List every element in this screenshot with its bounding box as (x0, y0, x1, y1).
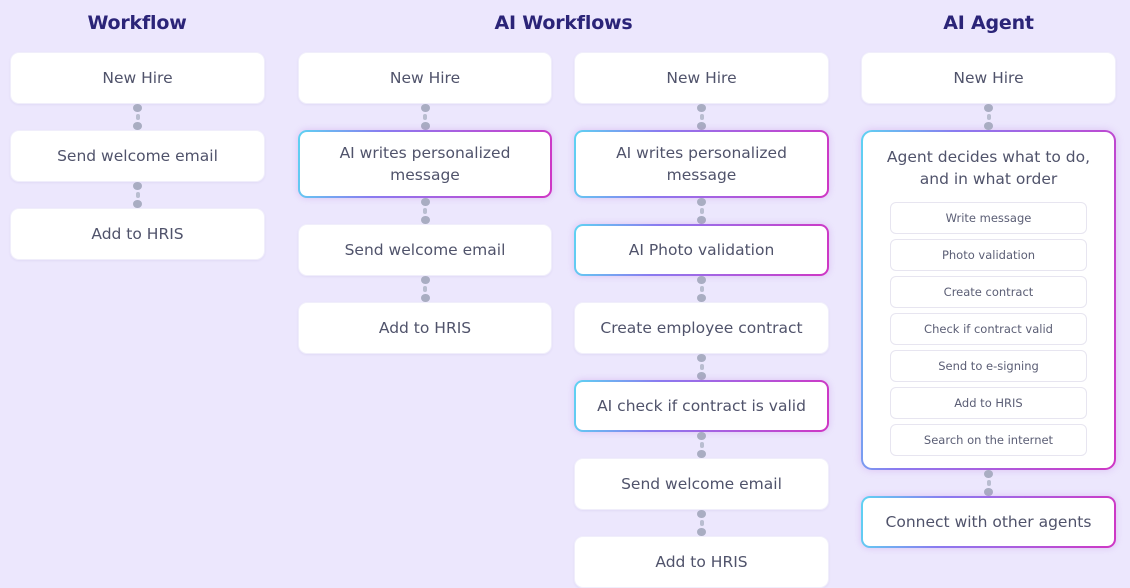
connector-dot-top (697, 510, 706, 519)
workflow-step-card[interactable]: New Hire (298, 52, 552, 104)
workflow-step-card[interactable]: New Hire (574, 52, 829, 104)
connector-dot-bottom (420, 121, 430, 130)
connector-dot-top (133, 182, 142, 191)
connector-dot-top (697, 276, 706, 285)
agent-tool-item[interactable]: Add to HRIS (890, 387, 1087, 419)
workflow-step-card[interactable]: Send welcome email (298, 224, 552, 276)
connector-dash (699, 364, 704, 370)
ai-workflow-step-card[interactable]: AI writes personalized message (574, 130, 829, 198)
connector-dot-bottom (697, 527, 706, 536)
step-connector (298, 276, 552, 302)
connector-dot-top (984, 470, 993, 479)
connector-dash (699, 114, 704, 120)
agent-box-heading: Agent decides what to do, and in what or… (886, 148, 1091, 188)
step-connector (10, 182, 265, 208)
column-title-ai-workflows: AI Workflows (494, 12, 633, 34)
ai-workflow-step-card[interactable]: AI Photo validation (574, 224, 829, 276)
ai-workflow-step-card[interactable]: AI check if contract is valid (574, 380, 829, 432)
column-title-workflow: Workflow (87, 12, 187, 34)
agent-tool-item[interactable]: Write message (890, 202, 1087, 234)
connector-dash (986, 480, 991, 486)
agent-tool-item[interactable]: Send to e-signing (890, 350, 1087, 382)
agent-tool-item[interactable]: Search on the internet (890, 424, 1087, 456)
workflow-step-card[interactable]: Create employee contract (574, 302, 829, 354)
agent-decision-box[interactable]: Agent decides what to do, and in what or… (861, 130, 1116, 470)
ai-workflow-step-card[interactable]: AI writes personalized message (298, 130, 552, 198)
step-connector (574, 276, 829, 302)
agent-tool-item[interactable]: Check if contract valid (890, 313, 1087, 345)
connector-dot-top (697, 198, 706, 207)
connect-other-agents-card[interactable]: Connect with other agents (861, 496, 1116, 548)
connector-dash (699, 208, 704, 214)
connector-dash (423, 114, 427, 120)
connector-dot-bottom (984, 121, 993, 130)
agent-tool-item[interactable]: Photo validation (890, 239, 1087, 271)
step-connector (574, 104, 829, 130)
step-connector (861, 104, 1116, 130)
connector-dot-top (697, 432, 706, 441)
connector-dot-bottom (420, 293, 430, 302)
workflow-step-card[interactable]: Send welcome email (10, 130, 265, 182)
connector-dash (135, 192, 140, 198)
connector-dot-top (133, 104, 142, 113)
step-connector (298, 198, 552, 224)
agent-tool-item[interactable]: Create contract (890, 276, 1087, 308)
connector-dot-bottom (697, 215, 706, 224)
connector-dot-top (697, 354, 706, 363)
connector-dot-bottom (984, 487, 993, 496)
workflow-step-card[interactable]: Add to HRIS (574, 536, 829, 588)
connector-dash (699, 520, 704, 526)
connector-dash (986, 114, 991, 120)
connector-dash (423, 286, 427, 292)
workflow-step-card[interactable]: New Hire (10, 52, 265, 104)
workflow-step-card[interactable]: Add to HRIS (10, 208, 265, 260)
connector-dot-top (984, 104, 993, 113)
step-connector (298, 104, 552, 130)
ai-workflow-1-column: New Hire AI writes personalized message … (298, 52, 552, 354)
connector-dash (699, 286, 704, 292)
connector-dot-top (420, 104, 430, 113)
connector-dot-top (697, 104, 706, 113)
connector-dot-bottom (697, 121, 706, 130)
column-title-ai-agent: AI Agent (943, 12, 1034, 34)
connector-dot-top (420, 276, 430, 285)
connector-dash (699, 442, 704, 448)
workflow-column: New Hire Send welcome email Add to HRIS (10, 52, 265, 260)
workflow-step-card[interactable]: Send welcome email (574, 458, 829, 510)
step-connector (10, 104, 265, 130)
workflow-step-card[interactable]: Add to HRIS (298, 302, 552, 354)
step-connector (574, 432, 829, 458)
agent-tool-list: Write message Photo validation Create co… (876, 202, 1101, 456)
workflow-comparison-diagram: Workflow AI Workflows AI Agent New Hire … (10, 12, 1116, 588)
connector-dot-bottom (133, 121, 142, 130)
workflow-step-card[interactable]: New Hire (861, 52, 1116, 104)
step-connector (574, 510, 829, 536)
step-connector (861, 470, 1116, 496)
connector-dash (423, 208, 427, 214)
connector-dot-bottom (697, 293, 706, 302)
connector-dot-bottom (420, 215, 430, 224)
step-connector (574, 198, 829, 224)
step-connector (574, 354, 829, 380)
connector-dot-top (420, 198, 430, 207)
connector-dot-bottom (697, 449, 706, 458)
connector-dot-bottom (697, 371, 706, 380)
connector-dash (135, 114, 140, 120)
ai-workflow-2-column: New Hire AI writes personalized message … (574, 52, 829, 588)
ai-agent-column: New Hire Agent decides what to do, and i… (861, 52, 1116, 548)
connector-dot-bottom (133, 199, 142, 208)
